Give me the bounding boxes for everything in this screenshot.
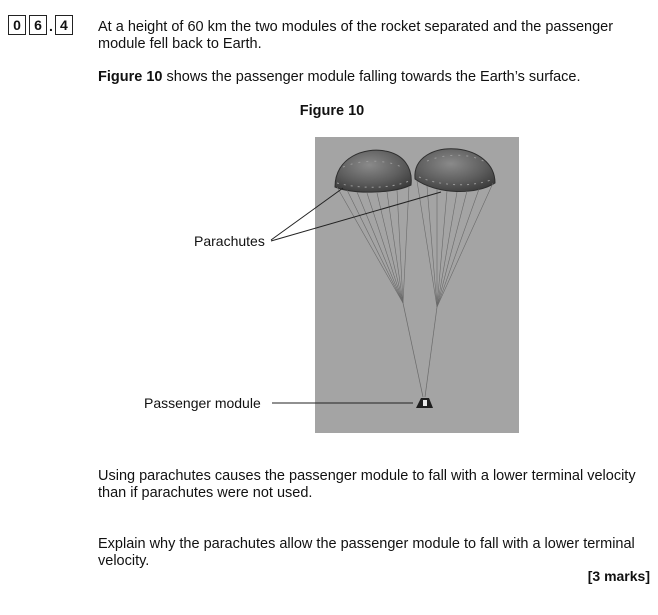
marks-label: [3 marks] [587, 568, 650, 584]
right-parachute [414, 148, 496, 308]
question-separator: . [49, 18, 53, 34]
figure-reference: Figure 10 shows the passenger module fal… [98, 69, 643, 86]
question-text: Explain why the parachutes allow the pas… [98, 536, 635, 569]
figure-reference-bold: Figure 10 [98, 69, 163, 85]
question-number: 0 6 . 4 [8, 15, 76, 35]
riser-lines [402, 302, 438, 398]
question-digit-3: 4 [54, 15, 73, 35]
figure-reference-rest: shows the passenger module falling towar… [162, 69, 581, 85]
question-digit-2: 6 [29, 15, 47, 35]
parachutes-label: Parachutes [194, 233, 265, 249]
passenger-module-label: Passenger module [144, 395, 261, 411]
capsule [416, 398, 433, 408]
question-digit-1: 0 [8, 15, 26, 35]
statement-text: Using parachutes causes the passenger mo… [98, 468, 636, 501]
figure-title: Figure 10 [299, 103, 365, 119]
intro-text: At a height of 60 km the two modules of … [98, 19, 614, 52]
